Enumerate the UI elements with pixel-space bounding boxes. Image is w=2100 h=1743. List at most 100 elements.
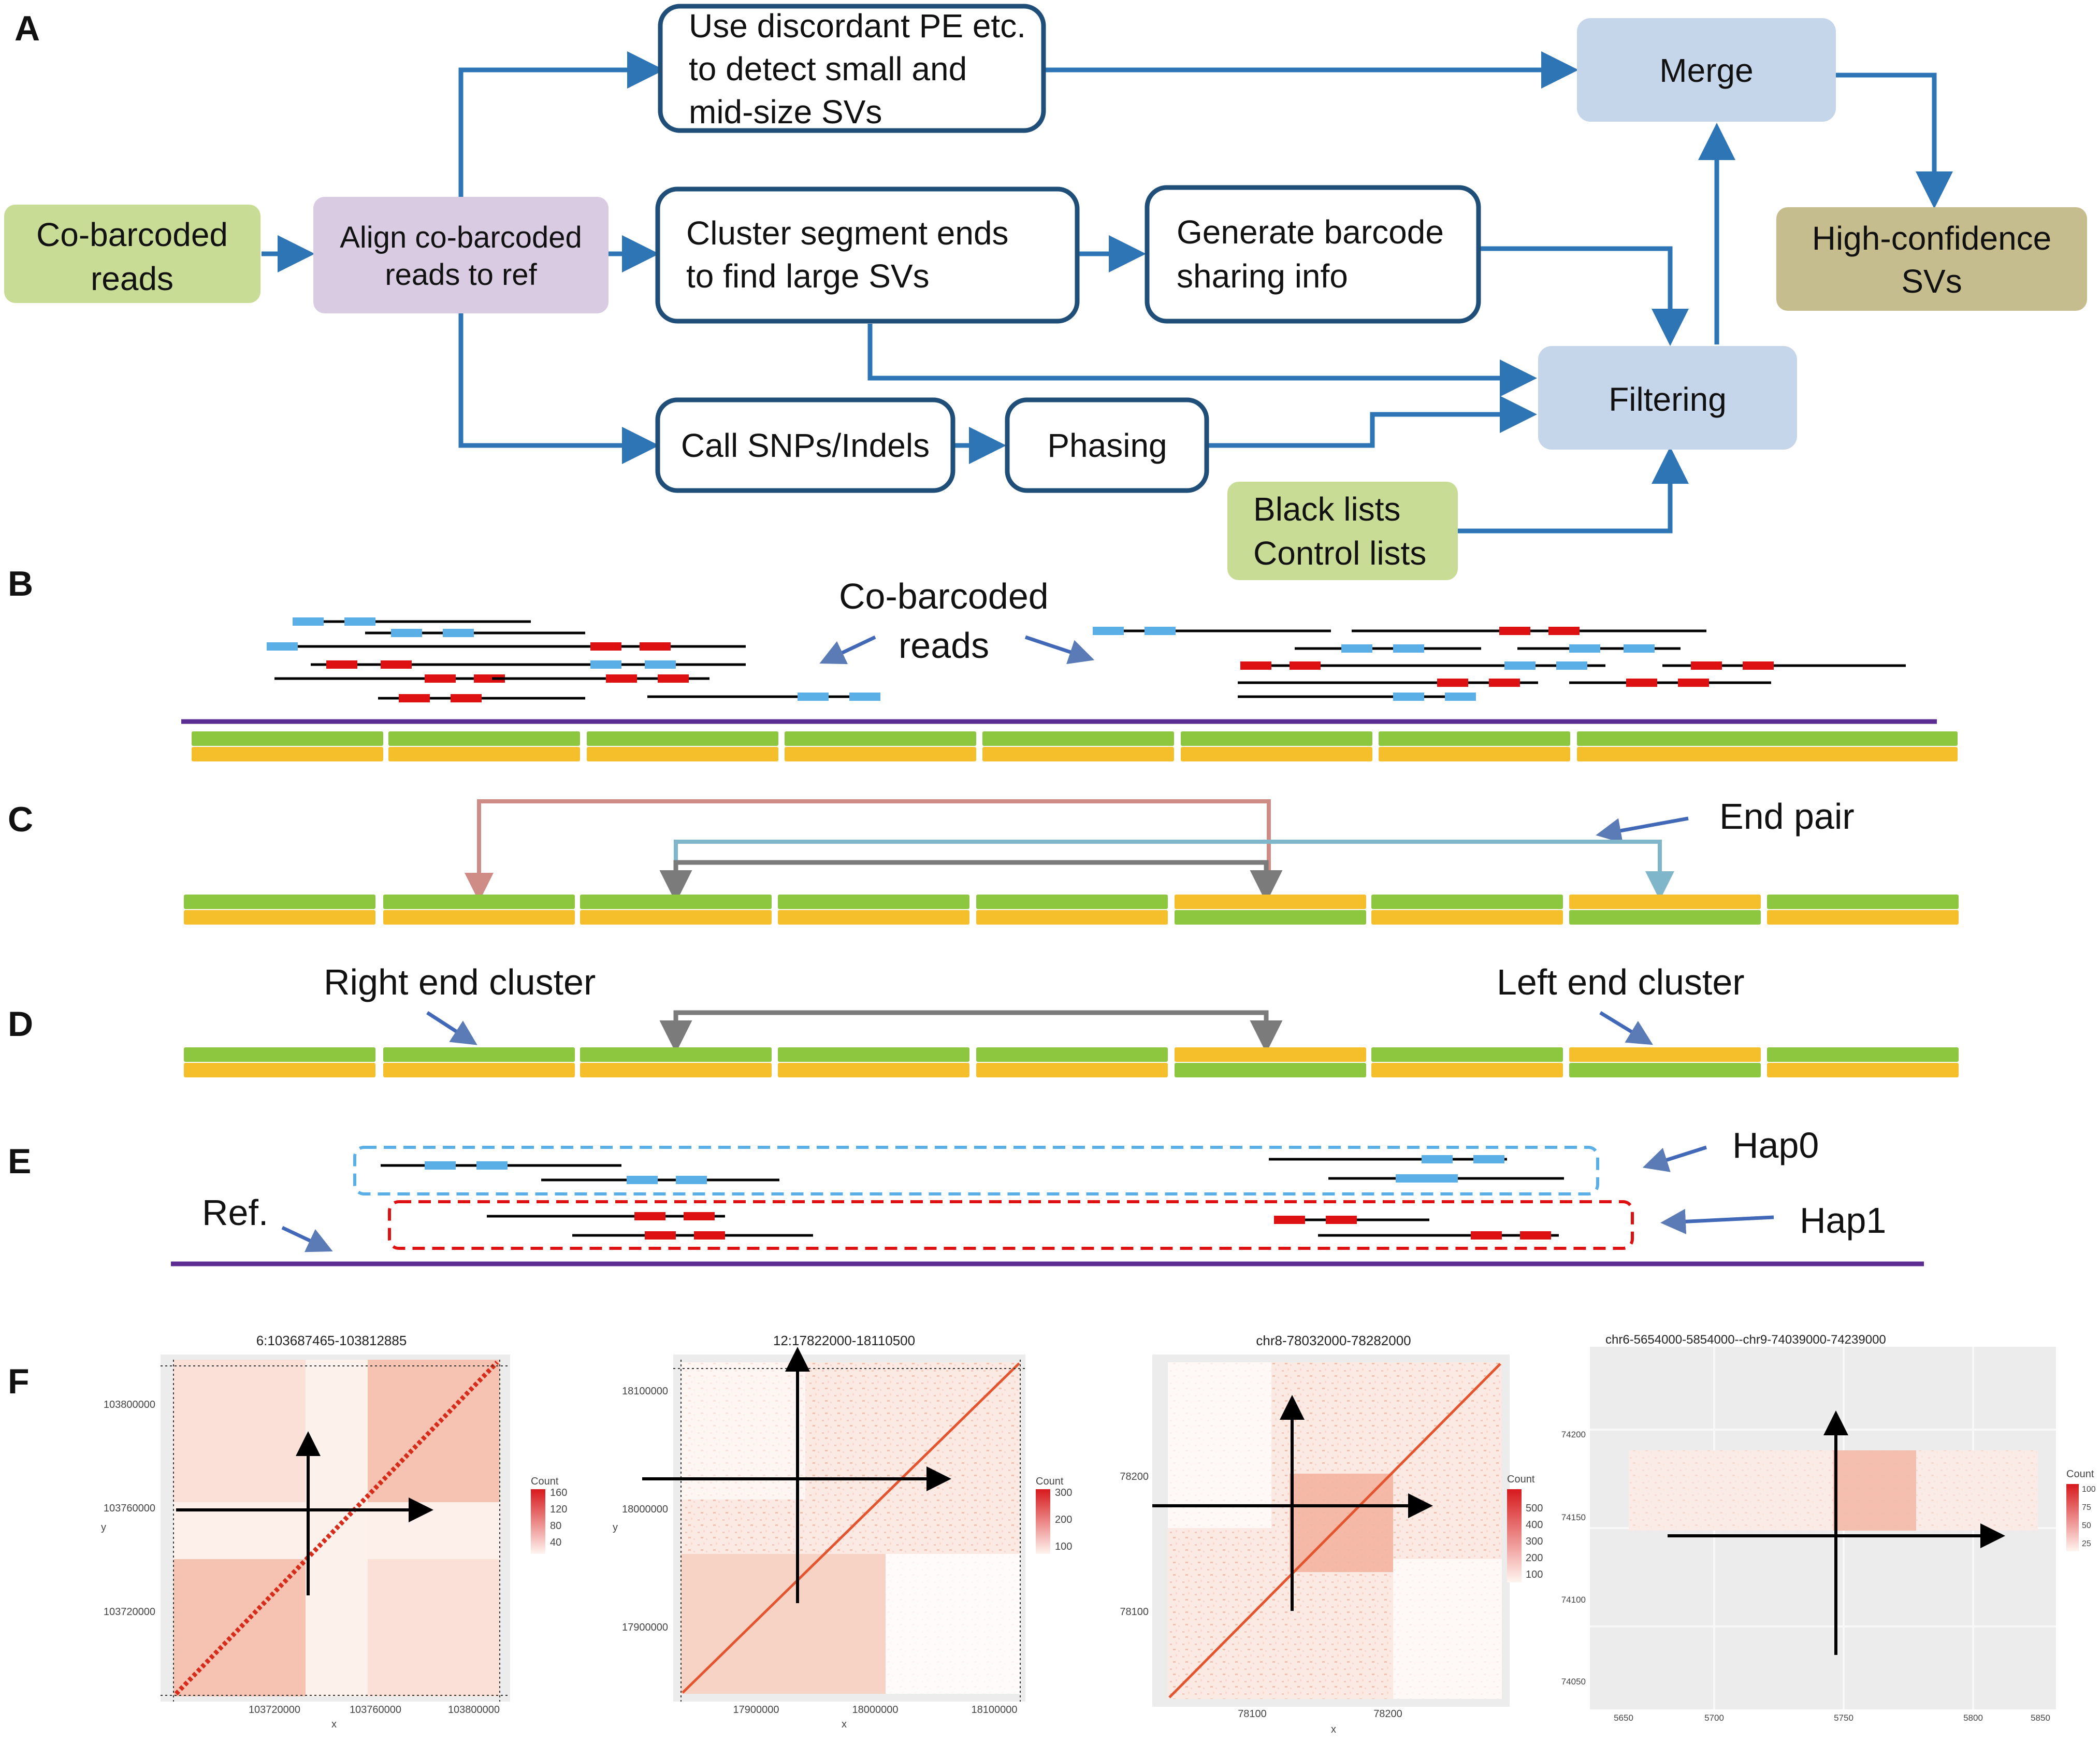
heatmap-2-xtick-3: 18100000 [972,1704,1018,1716]
box-align-line2: reads to ref [385,258,537,292]
heatmap-2-ylabel: y [613,1522,618,1533]
panel-b-read-4-tag-1 [590,642,621,651]
heatmap-3-legend-bar [1507,1489,1522,1582]
panel-b-read-19-tag-2 [1678,679,1709,687]
panel-b-segment-4-top [785,731,976,746]
panel-label-d: D [8,1004,33,1044]
heatmap-3-sparse-top-left [1168,1362,1271,1528]
heatmap-2-legend-bar [1036,1489,1050,1554]
heatmap-2-ytick-1: 18100000 [622,1386,668,1397]
heatmap-2-legend-tick-1: 300 [1055,1487,1072,1499]
panel-b-segment-2-top [388,731,580,746]
panel-e-read-4-tag-1 [1396,1174,1427,1183]
panel-label-b: B [8,564,33,603]
heatmap-2-sparse-bottom-right [886,1554,1020,1694]
box-merge-label: Merge [1659,52,1753,89]
heatmap-3-ytick-1: 78200 [1120,1471,1149,1482]
panel-c-segment-1-bottom [184,910,375,925]
box-cluster-line1: Cluster segment ends [686,214,1009,252]
panel-c-segment-9-top [1767,895,1959,909]
heatmap-3-legend-tick-4: 200 [1526,1552,1543,1564]
panel-e-read-6-tag-2 [694,1231,725,1240]
panel-b-read-14-tag-1 [1569,644,1600,653]
box-high-confidence-line2: SVs [1901,263,1962,300]
panel-b-read-3-tag-1 [267,642,298,651]
panel-b-segment-5-bottom [982,747,1174,761]
box-discordant-line1: Use discordant PE etc. [689,7,1026,45]
arrow-cluster-to-filtering [867,324,1537,397]
panel-b-read-2-tag-2 [443,629,474,637]
arrow-merge-to-highconf [1836,73,1953,209]
panel-b-read-12-tag-2 [1548,627,1580,635]
heatmap-4-xtick-5: 5850 [2031,1713,2050,1723]
panel-b-read-10-tag-1 [798,693,829,701]
box-barcode-sharing-line2: sharing info [1177,257,1348,295]
panel-d: Right end cluster Left end cluster [184,962,1959,1077]
panel-b-read-18-tag-2 [1489,679,1520,687]
heatmap-2-legend-tick-3: 100 [1055,1541,1072,1552]
heatmap-1-ytick-2: 103760000 [104,1503,155,1514]
heatmap-3-legend-tick-2: 400 [1526,1519,1543,1531]
panel-label-c: C [8,800,33,839]
panel-b-read-7-tag-2 [474,674,505,683]
heatmap-3-sparse-bottom-right [1393,1559,1502,1699]
box-co-barcoded-reads-line2: reads [91,260,173,297]
panel-b-segment-3-bottom [587,747,778,761]
box-cluster [655,186,1080,324]
panel-c-link-pink [477,799,1271,894]
panel-b-read-7-tag-1 [425,674,456,683]
heatmap-3-legend-tick-3: 300 [1526,1536,1543,1547]
panel-b-read-2-tag-1 [391,629,422,637]
panel-e-read-1-tag-1 [425,1161,456,1170]
panel-d-segment-2-top [383,1047,575,1062]
box-discordant-line3: mid-size SVs [689,93,882,131]
heatmap-4-ytick-2: 74150 [1561,1512,1586,1522]
heatmap-2-sparse-top-left [681,1362,805,1500]
panel-label-a: A [15,9,40,48]
panel-b-read-17-tag-1 [1691,661,1722,670]
panel-label-e: E [8,1142,31,1181]
heatmap-4-xtick-1: 5650 [1614,1713,1633,1723]
panel-d-segment-4-bottom [778,1063,969,1077]
panel-b-read-19-tag-1 [1626,679,1657,687]
panel-d-segment-9-top [1767,1047,1959,1062]
panel-b-read-20-tag-1 [1393,693,1424,701]
heatmap-2-ytick-3: 17900000 [622,1622,668,1633]
panel-b-read-15-tag-1 [1240,661,1271,670]
panel-b-segment-6-bottom [1181,747,1372,761]
heatmap-4-xtick-2: 5700 [1704,1713,1724,1723]
box-black-lists-line2: Control lists [1253,535,1426,572]
panel-b-segment-5-top [982,731,1174,746]
panel-e-hap1-label: Hap1 [1800,1200,1886,1241]
panel-c-link-grey [673,860,1269,892]
panel-c-end-pair-arrow [1596,816,1689,843]
box-call-snps-label: Call SNPs/Indels [681,427,930,464]
panel-a-flowchart: Co-barcoded reads Align co-barcoded read… [4,4,2087,580]
heatmap-4-legend-tick-2: 75 [2082,1503,2091,1512]
panel-e-read-8-tag-2 [1520,1231,1551,1240]
panel-e-read-8-tag-1 [1471,1231,1502,1240]
panel-b-read-14-tag-2 [1624,644,1655,653]
heatmap-4: chr6-5654000-5854000--chr9-74039000-7423… [1561,1333,2096,1723]
box-merge [1577,18,1836,122]
heatmap-4-ytick-1: 74200 [1561,1430,1586,1439]
panel-b-segment-9-bottom [1766,747,1958,761]
panel-c: End pair [184,796,1959,925]
box-phasing-label: Phasing [1047,427,1167,464]
heatmap-2-title: 12:17822000-18110500 [773,1333,915,1348]
heatmap-2-block-low [681,1554,886,1694]
panel-b-segments [192,731,1958,761]
heatmap-2-xtick-2: 18000000 [852,1704,899,1716]
box-barcode-sharing [1145,185,1481,324]
panel-e-read-4-tag-2 [1427,1174,1458,1183]
panel-b-segment-8-bottom [1577,747,1769,761]
panel-c-segment-9-bottom [1767,910,1959,925]
panel-d-segment-1-bottom [184,1063,375,1077]
panel-d-segment-5-bottom [976,1063,1168,1077]
panel-c-segment-3-top [580,895,772,909]
box-co-barcoded-reads-line1: Co-barcoded [36,216,228,253]
heatmap-1: 6:103687465-103812885 103800000 10376000… [101,1333,567,1730]
panel-b-segment-7-bottom [1379,747,1570,761]
panel-b-segment-8-top [1577,731,1769,746]
heatmap-2-ytick-2: 18000000 [622,1504,668,1515]
